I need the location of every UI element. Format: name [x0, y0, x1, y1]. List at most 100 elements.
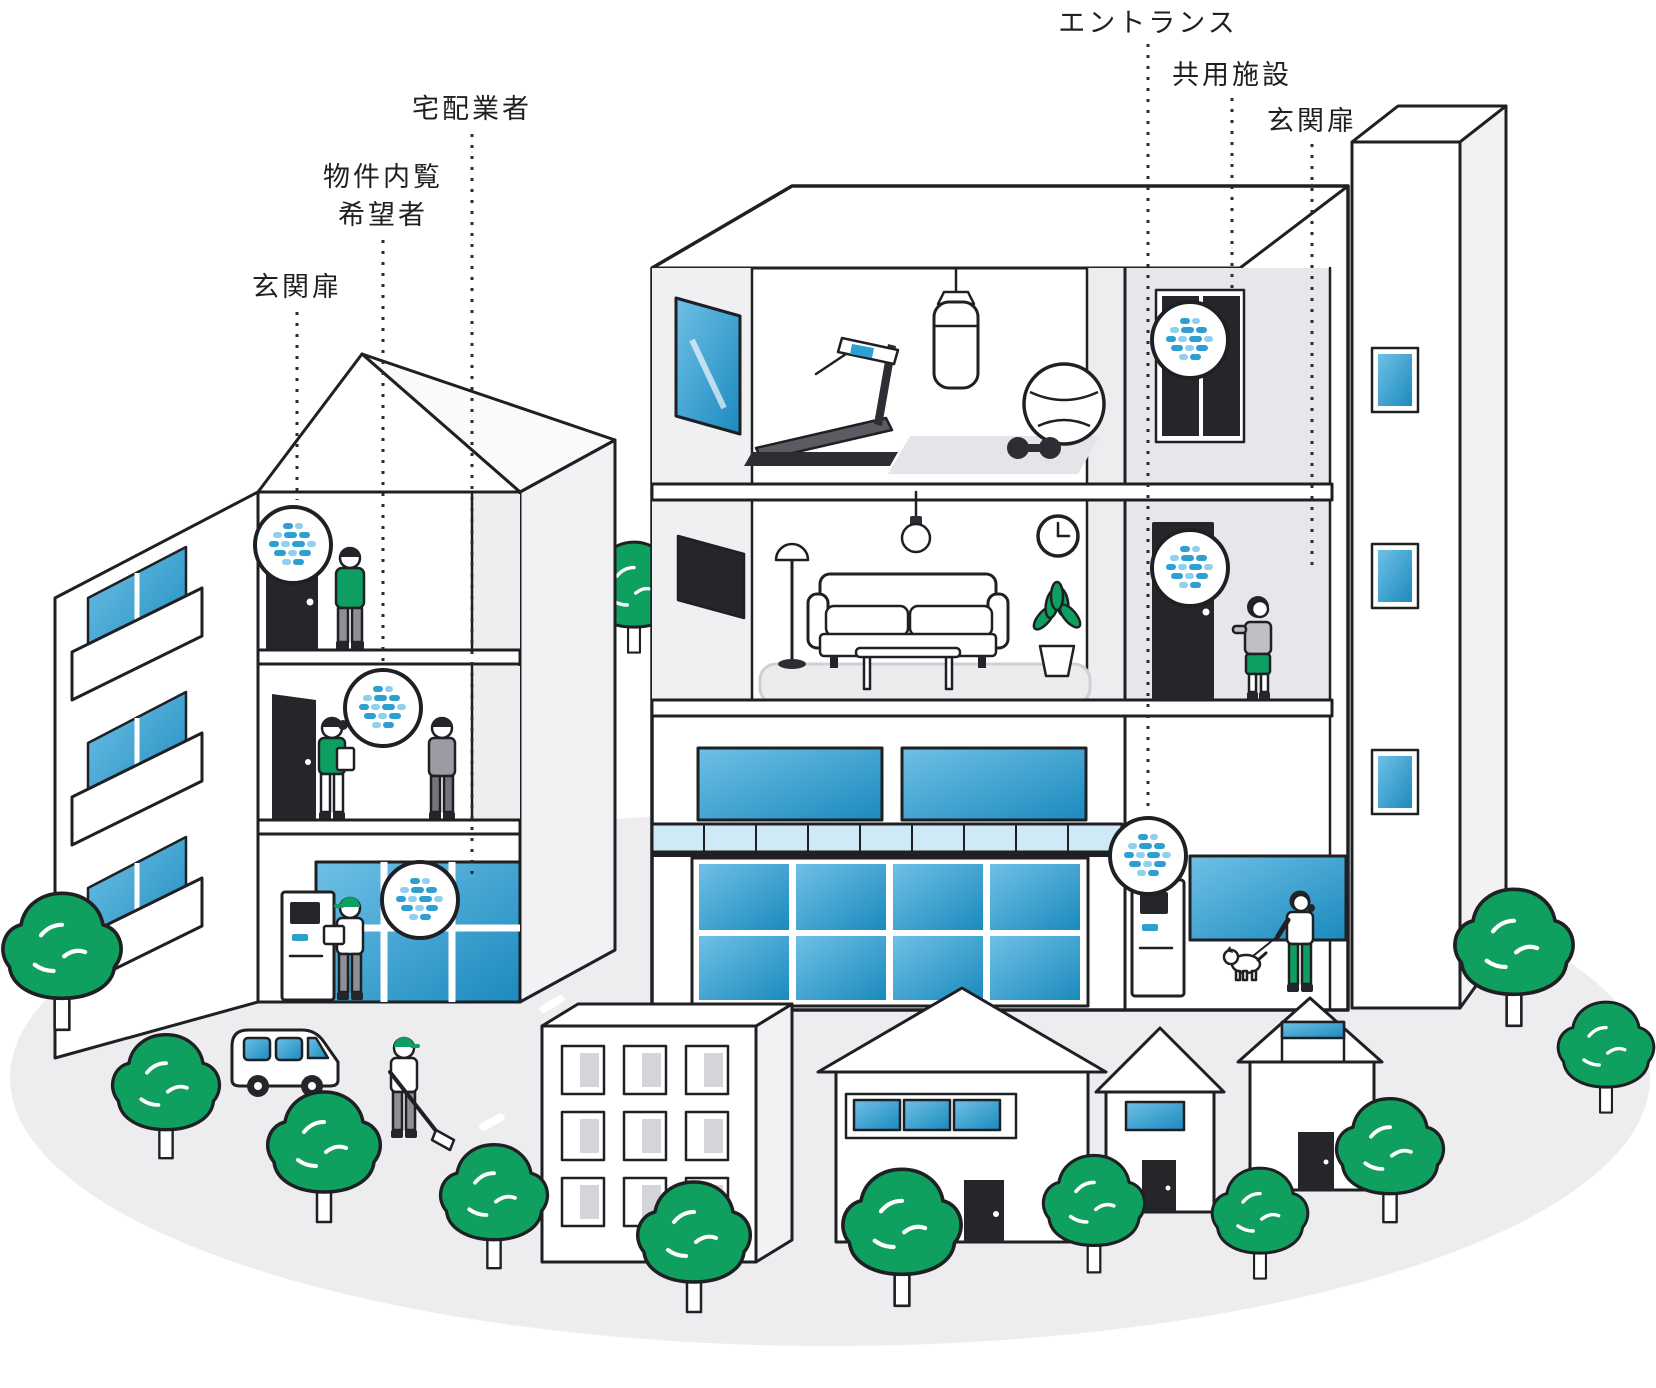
balcony-rail [70, 586, 204, 702]
smartlock-badge [253, 505, 333, 585]
entrance-floor [650, 746, 1348, 1008]
delivery-van [230, 1028, 340, 1097]
floor-slab [650, 482, 1334, 502]
roof-fold [1238, 184, 1350, 270]
tower-window [1370, 346, 1420, 414]
person-agent-woman [317, 716, 356, 820]
room-side-wall [472, 666, 520, 820]
entrance-upper-window [696, 746, 884, 822]
room-side-wall [1087, 500, 1125, 700]
house-door [1142, 1160, 1176, 1212]
punching-bag [932, 268, 980, 390]
exercise-ball [1022, 362, 1106, 446]
pendant-light [900, 490, 932, 554]
awning-mullions [703, 824, 1069, 852]
entrance-glass-wall [690, 856, 1090, 1008]
dog [1222, 946, 1268, 982]
floor-slab [256, 818, 522, 836]
living-room [676, 490, 1092, 706]
door-knob [1323, 1159, 1329, 1165]
label-delivery-company: 宅配業者 [412, 94, 532, 125]
floor-slab [256, 648, 522, 666]
door-knob [993, 1211, 999, 1217]
smartlock-badge [1150, 528, 1230, 608]
door-knob [1202, 608, 1210, 616]
kiosk-screen [1140, 892, 1168, 914]
coffee-table [854, 646, 962, 691]
left-building [53, 352, 617, 1060]
tower-window [1370, 542, 1420, 610]
mirror-shine [689, 338, 727, 410]
smartlock-badge [343, 668, 423, 748]
left-building-side-face [518, 438, 617, 1004]
person-delivery [322, 896, 365, 1000]
van-window [242, 1036, 272, 1062]
parcel-box [322, 924, 346, 946]
house-window [952, 1098, 1002, 1132]
house-window [902, 1098, 952, 1132]
block-side-face [754, 1002, 794, 1264]
house-window [852, 1098, 902, 1132]
label-entrance-door-left: 玄関扉 [252, 272, 342, 303]
person-visitor-man [427, 716, 457, 820]
awning-shadow [652, 852, 1122, 857]
rug [758, 662, 1092, 706]
treadmill [744, 336, 900, 466]
entrance-kiosk [1130, 878, 1186, 998]
kiosk-screen [290, 902, 320, 924]
apartment-door-open [272, 694, 316, 820]
treadmill-screen [850, 344, 874, 358]
kiosk-button [1142, 924, 1158, 931]
tower-building [1350, 104, 1508, 1010]
smartlock-badge [1108, 816, 1188, 896]
annotations: エントランス 共用施設 玄関扉 宅配業者 物件内覧 希望者 玄関扉 [252, 8, 1357, 876]
ball-seam [1029, 390, 1099, 402]
van-window [274, 1036, 304, 1062]
door-knob [1165, 1185, 1171, 1191]
gym-room [674, 268, 1106, 474]
floor-lamp [774, 542, 810, 669]
kiosk-button [292, 934, 308, 941]
smartlock-badge [1150, 300, 1230, 380]
house-dormer [1280, 1020, 1346, 1064]
room-side-wall [472, 494, 520, 650]
broom-handle [388, 1070, 442, 1138]
delivery-kiosk [280, 890, 336, 1002]
label-entrance-door-right: 玄関扉 [1267, 106, 1357, 137]
person-resident-man [334, 546, 366, 650]
dog-tail [1256, 951, 1268, 962]
block-roof [540, 1002, 794, 1028]
door-knob [305, 759, 311, 765]
entrance-upper-window [900, 746, 1088, 822]
house-door [1298, 1132, 1334, 1190]
house-window [1124, 1100, 1186, 1132]
person-dog-walker [1247, 890, 1315, 992]
gym-mirror [674, 296, 742, 436]
label-entrance: エントランス [1058, 8, 1237, 39]
broom-head [430, 1128, 456, 1152]
tower-window [1370, 748, 1420, 816]
balcony-rail [70, 731, 204, 847]
floor-slab [650, 698, 1334, 718]
entrance-side-glass [1188, 854, 1348, 942]
potted-plant [1032, 580, 1082, 678]
label-property-viewing-line1: 物件内覧 [323, 162, 443, 193]
door-knob [306, 598, 314, 606]
dumbbell [1007, 437, 1061, 459]
smartlock-badge [380, 860, 460, 940]
wall-tv [676, 534, 746, 620]
sofa [806, 572, 1010, 668]
label-shared-facility: 共用施設 [1172, 60, 1292, 91]
cap-brim [410, 1044, 420, 1048]
cap-brim [334, 904, 344, 908]
person-street-sweeper [388, 1036, 456, 1152]
tower-side-face [1458, 104, 1508, 1010]
van-windshield [306, 1036, 330, 1060]
person-resident-woman [1231, 596, 1273, 700]
ball-seam [1037, 418, 1091, 428]
house-door [964, 1180, 1004, 1242]
wall-clock [1036, 514, 1080, 558]
entrance-awning [650, 822, 1124, 854]
label-property-viewing-line2: 希望者 [338, 200, 428, 231]
